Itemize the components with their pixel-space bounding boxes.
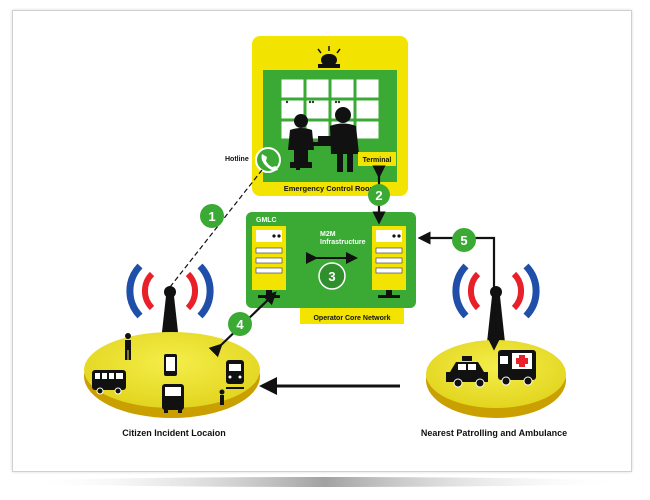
train-icon (226, 360, 244, 389)
step-badge-4: 4 (228, 312, 252, 336)
step-badge-2: 2 (368, 184, 390, 206)
server-icon (252, 226, 286, 298)
emergency-control-room: Terminal Emergency Control Room (252, 36, 408, 196)
gmlc-label: GMLC (256, 217, 277, 224)
terminal-label: Terminal (363, 157, 392, 164)
core-network-label: Operator Core Network (313, 315, 390, 322)
antenna-icon (452, 263, 540, 352)
alarm-light-icon (317, 46, 341, 68)
step-badge-1: 1 (200, 204, 224, 228)
person-icon (219, 389, 225, 405)
taxi-icon (446, 356, 488, 388)
m2m-label-line2: Infrastructure (320, 239, 366, 246)
svg-text:3: 3 (328, 269, 335, 284)
bus-icon (92, 370, 126, 395)
svg-text:5: 5 (460, 233, 467, 248)
operator-people-icon (288, 107, 359, 172)
bus-icon (162, 384, 184, 413)
hotline: Hotline (225, 147, 281, 173)
svg-text:1: 1 (208, 209, 215, 224)
patrol-network-arrow (417, 231, 496, 344)
server-icon (372, 226, 406, 298)
control-room-label: Emergency Control Room (284, 184, 377, 193)
step-badge-3: 3 (318, 262, 346, 290)
operator-core-network: Operator Core Network GMLC M2M Infrastru… (246, 212, 416, 324)
citizen-location-label: Citizen Incident Locaion (122, 428, 226, 438)
ambulance-icon (498, 350, 536, 386)
frame-shadow (25, 477, 625, 487)
person-icon (125, 333, 131, 360)
svg-text:2: 2 (375, 188, 382, 203)
svg-text:4: 4 (236, 317, 244, 332)
step-badge-5: 5 (452, 228, 476, 252)
m2m-label-line1: M2M (320, 231, 336, 238)
hotline-dashed-link (169, 169, 263, 288)
mobile-phone-icon (164, 354, 177, 376)
window-dots (285, 100, 341, 104)
hotline-label: Hotline (225, 156, 249, 163)
terminal-box: Terminal (358, 152, 396, 166)
patrol-ambulance-label: Nearest Patrolling and Ambulance (421, 428, 567, 438)
